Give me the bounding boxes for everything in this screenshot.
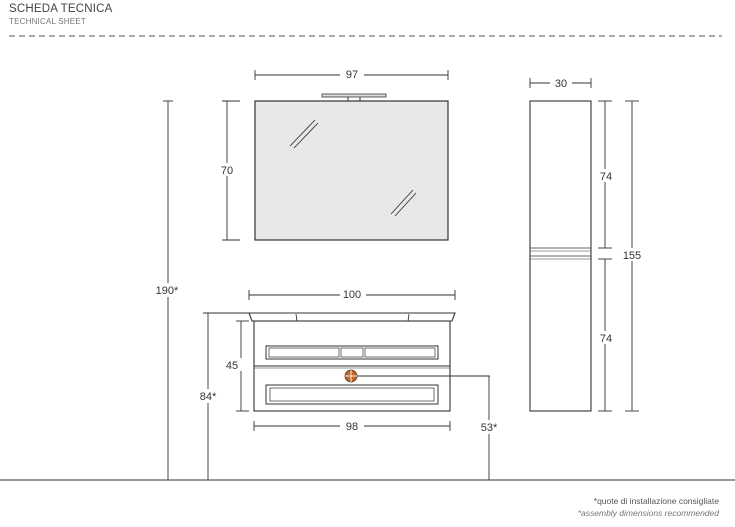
dim-cabinet-inner-width [253,419,451,432]
label-mirror-height: 70 [221,165,233,177]
label-cabinet-floor-height: 84* [200,391,217,403]
note-english: *assembly dimensions recommended [577,508,719,518]
dim-total-height [152,100,184,480]
dim-siphon-height [357,375,502,480]
label-column-width: 30 [555,78,567,90]
dim-column-lower [596,258,616,412]
label-cabinet-width: 100 [343,289,361,301]
mirror [254,93,449,241]
dim-cabinet-width [248,288,456,301]
label-cabinet-inner-width: 98 [346,421,358,433]
sheet-subtitle: TECHNICAL SHEET [9,17,86,26]
label-column-lower: 74 [600,333,612,345]
label-total-height: 190* [156,285,179,297]
label-cabinet-height: 45 [226,360,238,372]
dim-column-total [620,100,646,412]
dim-column-upper [596,100,616,249]
label-column-total: 155 [623,250,641,262]
dim-cabinet-floor-height [196,312,249,480]
note-italian: *quote di installazione consigliate [593,496,719,506]
column-unit [529,100,592,412]
dim-cabinet-height [223,320,249,412]
dim-column-width [529,76,592,89]
vanity-cabinet [248,312,456,412]
label-mirror-width: 97 [346,69,358,81]
dim-mirror-height [216,100,240,241]
label-siphon-height: 53* [481,422,498,434]
dim-mirror-width [254,68,449,80]
label-column-upper: 74 [600,171,612,183]
sheet-title: SCHEDA TECNICA [9,3,113,15]
